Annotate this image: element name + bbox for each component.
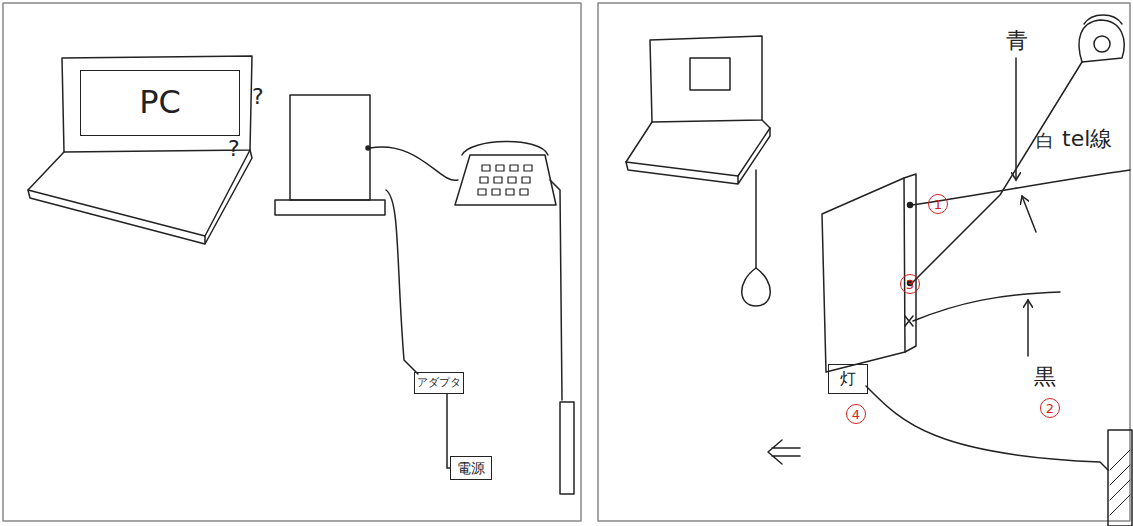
color-note: 白 [1036,132,1054,150]
pointer-arrow [1015,58,1017,180]
node-text: PC [139,86,181,120]
adapter-cable [386,190,418,374]
color-note: 青 [1006,30,1028,52]
laptop-lid [62,56,252,152]
node-text: 電源 [457,461,485,476]
phone-body [455,155,556,205]
callout-number: 1 [928,194,948,214]
pointer-arrow [1022,196,1036,232]
socket-hatch [1110,450,1130,515]
phone-handset [1084,15,1122,24]
pointer-arrow [1027,300,1029,356]
laptop-edge [28,150,252,244]
mouse-cable [755,170,757,268]
phone-dial [1094,36,1110,52]
white-wire [912,62,1082,283]
black-wire [913,292,1060,321]
blue-wire [912,170,1130,205]
device-box [290,95,370,200]
callout-number: 2 [1040,398,1060,418]
adapter-box: アダプタ [414,372,464,394]
panel-frame [3,3,581,521]
power-box: 電源 [450,456,492,480]
device-stand [275,200,385,215]
phone-handset [462,141,548,155]
laptop-screen [690,58,730,90]
phone-cable [370,147,458,180]
device-side [904,174,916,352]
node-text: 灯 [840,371,856,388]
callout-number: 4 [846,404,866,424]
direction-arrow [768,440,800,464]
color-note: 黒 [1034,366,1056,388]
laptop-lid [650,36,762,122]
phone-line [550,180,562,400]
mouse [742,268,771,306]
line-art [3,3,1132,526]
laptop-edge [626,128,770,184]
wall-socket [1108,430,1132,526]
callout-number: 3 [900,274,920,294]
phone-keypad [478,165,532,195]
wire-note: tel線 [1062,128,1112,150]
lamp-box: 灯 [828,364,868,394]
port-mark [905,316,913,326]
node-text: アダプタ [417,377,461,389]
power-cable [866,386,1108,470]
device-face [822,178,905,372]
laptop-screen: PC [80,70,240,136]
wall-socket [560,402,574,494]
phone-body [1079,20,1124,62]
question-mark: ? [252,86,264,108]
question-mark: ? [228,138,240,160]
panel-frame [598,3,1130,521]
